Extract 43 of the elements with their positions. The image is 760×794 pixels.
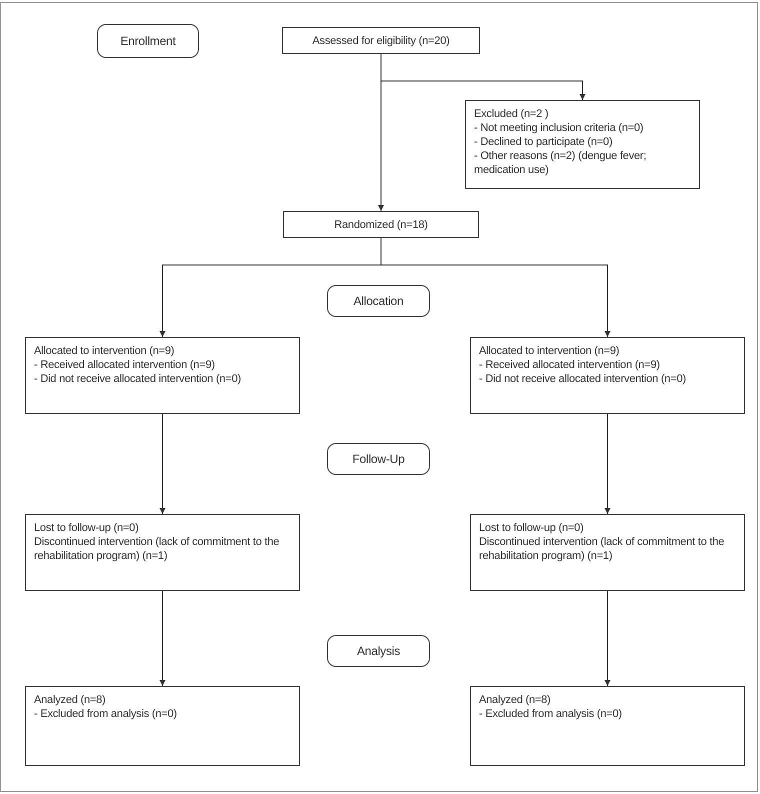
arrow [604,414,610,514]
arrow [380,54,586,100]
box-text: - Did not receive allocated intervention (n=0) [479,372,687,386]
arrow [380,238,610,338]
process-box [465,100,700,189]
process-box [470,686,745,766]
process-box [470,514,745,591]
stage-label-box [97,24,199,58]
box-text: - Excluded from analysis (n=0) [479,707,623,721]
box-text: Lost to follow-up (n=0) [34,521,140,535]
box-text: - Excluded from analysis (n=0) [34,707,178,721]
box-text: Excluded (n=2 ) [474,107,550,121]
process-box [283,211,479,238]
box-text: - Not meeting inclusion criteria (n=0) [474,121,644,135]
box-text: - Received allocated intervention (n=9) [34,358,216,372]
arrow [604,590,610,686]
box-text: Analysis [356,644,400,658]
process-box [25,686,300,766]
box-text: - Did not receive allocated intervention (n=0) [34,372,242,386]
box-text: Lost to follow-up (n=0) [479,521,585,535]
box-text: - Received allocated intervention (n=9) [479,358,661,372]
box-text: Allocation [353,294,404,308]
box-text: Discontinued intervention (lack of commitment to the rehabilitation program) (n=1) [34,535,280,563]
stage-label-box [327,443,430,475]
box-text: Assessed for eligibility (n=20) [312,34,450,46]
process-box [470,337,745,414]
box-text: Analyzed (n=8) [479,693,552,707]
stage-label-box [327,635,430,667]
box-text: Analyzed (n=8) [34,693,106,707]
box-text: Follow-Up [352,452,405,466]
stage-label-box [327,285,430,317]
box-text: Discontinued intervention (lack of commitment to the rehabilitation program) (n=1) [479,535,726,563]
process-box [25,337,300,414]
box-text: - Declined to participate (n=0) [474,135,614,149]
process-box [282,27,480,54]
process-box [25,514,300,591]
arrow [160,590,166,686]
arrow [160,414,166,514]
box-text: Allocated to intervention (n=9) [34,344,176,358]
box-text: - Other reasons (n=2) (dengue fever; medication use) [474,149,648,177]
box-text: Allocated to intervention (n=9) [479,344,620,358]
box-text: Enrollment [120,34,176,48]
box-text: Randomized (n=18) [334,218,428,230]
